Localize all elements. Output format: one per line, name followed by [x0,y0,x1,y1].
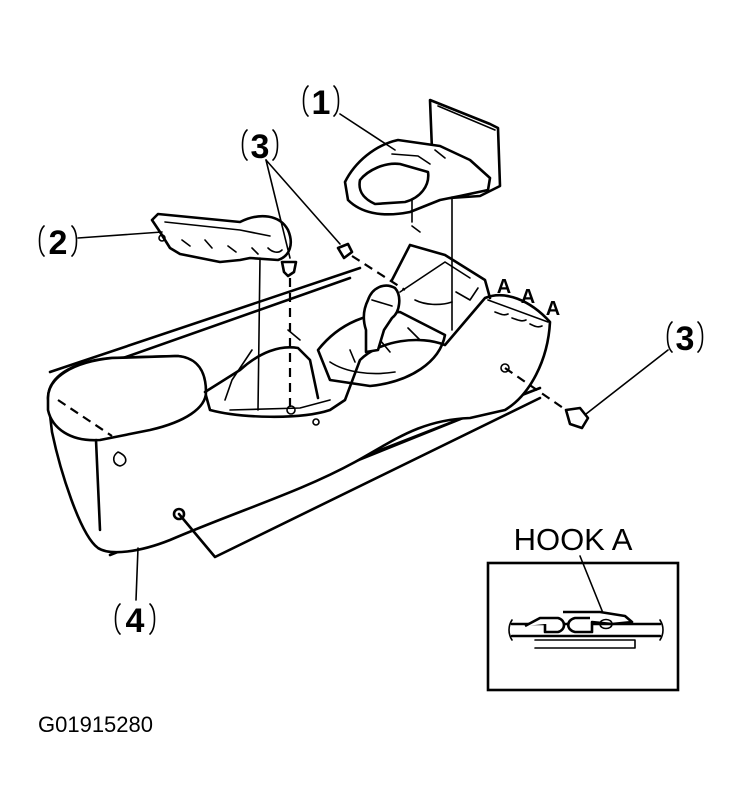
callout-2: 2 [38,224,78,262]
callout-3-top-label: 3 [251,128,270,166]
hook-marker-a-2: A [521,286,535,308]
hook-a-detail: HOOK A [486,522,680,692]
upper-console-panel [150,212,292,411]
callout-3-right: 3 [666,320,704,358]
center-console-body [46,243,552,559]
hook-markers: A A A [497,276,560,320]
hook-marker-a-1: A [497,276,511,298]
callout-3-top: 3 [241,128,279,166]
shift-lever-trim-panel [343,98,502,331]
callout-4: 4 [114,602,156,640]
callout-1: 1 [302,84,340,122]
hook-a-title: HOOK A [514,522,633,557]
hook-marker-a-3: A [546,298,560,320]
figure-code: G01915280 [38,712,153,737]
callout-4-label: 4 [126,602,145,640]
clip-fasteners [280,242,590,430]
callout-2-label: 2 [49,224,68,262]
leader-lines [77,113,669,601]
callout-1-label: 1 [312,84,331,122]
callout-3-right-label: 3 [676,320,695,358]
